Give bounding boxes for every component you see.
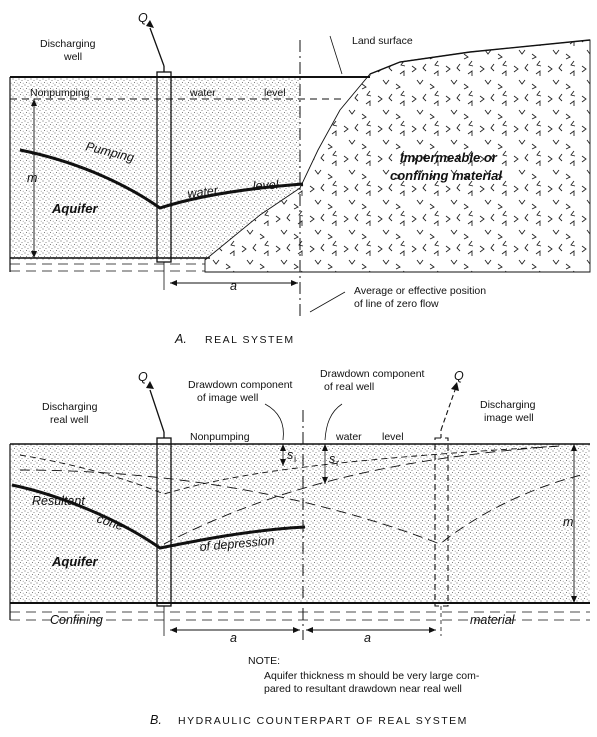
- label-drawdown-image-1: Drawdown component: [188, 379, 293, 391]
- label-resultant: Resultant: [32, 494, 85, 508]
- real-cone-right-limb: [163, 445, 561, 545]
- label-aquifer-a: Aquifer: [51, 201, 98, 216]
- label-q-real: Q: [138, 370, 148, 384]
- real-well-drawdown-curve: [19, 469, 586, 545]
- panel-b: Discharging real well Q Drawdown compone…: [9, 368, 590, 727]
- label-drawdown-image-2: of image well: [197, 392, 258, 404]
- label-land-surface: Land surface: [352, 35, 413, 47]
- zero-flow-leader: [309, 291, 346, 313]
- label-material: material: [470, 613, 516, 627]
- caption-a-letter: A.: [174, 332, 187, 346]
- label-level-pumping: level: [252, 178, 280, 193]
- label-confining: Confining: [50, 613, 103, 627]
- m-arrow-bottom-b: [571, 596, 577, 603]
- note-line-2: pared to resultant drawdown near real we…: [264, 683, 462, 695]
- panel-a: Discharging well Q Land surface Nonpumpi…: [9, 11, 591, 346]
- label-zero-flow-line1: Average or effective position: [354, 285, 486, 297]
- label-zero-flow-line2: of line of zero flow: [354, 298, 439, 310]
- label-discharging-well-line1: Discharging: [40, 38, 96, 50]
- aquifer-a-stipple: [10, 78, 300, 260]
- label-m-b: m: [563, 515, 573, 529]
- a-right-arrow-l: [306, 627, 313, 633]
- label-discharging-real-well-2: real well: [50, 414, 89, 426]
- label-drawdown-real-2: of real well: [324, 381, 374, 393]
- caption-b-letter: B.: [150, 713, 162, 727]
- label-a-a: a: [230, 279, 237, 293]
- label-level-a: level: [264, 87, 286, 99]
- label-discharging-image-well-2: image well: [484, 412, 534, 424]
- s-r-arrow-bottom: [322, 477, 328, 484]
- caption-a-text: REAL SYSTEM: [205, 334, 295, 346]
- label-s-r: s: [329, 452, 335, 466]
- label-q-a: Q: [138, 11, 148, 25]
- note-line-1: Aquifer thickness m should be very large…: [264, 670, 480, 682]
- m-arrow-top-b: [571, 444, 577, 451]
- s-r-arrow-top: [322, 444, 328, 451]
- label-a-right-b: a: [364, 631, 371, 645]
- a-left-arrow-r: [293, 627, 300, 633]
- m-arrow-top-a: [31, 99, 37, 106]
- label-discharging-real-well-1: Discharging: [42, 401, 98, 413]
- a-left-arrow-l: [170, 627, 177, 633]
- a-arrow-right: [291, 280, 298, 286]
- caption-b-text: HYDRAULIC COUNTERPART OF REAL SYSTEM: [178, 715, 468, 727]
- m-arrow-bottom-a: [31, 251, 37, 258]
- resultant-cone-curve: [11, 483, 306, 550]
- well-a-discharge-arrow: [149, 27, 165, 67]
- pumping-water-level-curve: [19, 148, 304, 210]
- label-nonpumping-b: Nonpumping: [190, 431, 250, 443]
- label-s-r-sub: r: [336, 458, 339, 469]
- s-i-arrow-top: [280, 444, 286, 451]
- label-aquifer-b: Aquifer: [51, 554, 98, 569]
- label-q-image: Q: [454, 369, 464, 383]
- real-well-arrowhead: [146, 381, 154, 389]
- label-discharging-image-well-1: Discharging: [480, 399, 536, 411]
- label-impermeable-line2: confining material: [390, 168, 502, 183]
- label-m-a: m: [27, 171, 37, 185]
- a-right-arrow-r: [429, 627, 436, 633]
- label-a-left-b: a: [230, 631, 237, 645]
- label-water-pumping: water: [187, 183, 220, 201]
- drawdown-real-leader: [324, 403, 343, 441]
- impermeable-material-region: [205, 40, 590, 272]
- label-s-i: s: [287, 448, 293, 462]
- land-surface-leader: [329, 35, 343, 75]
- label-water-b: water: [335, 431, 362, 443]
- image-well-drawdown-curve: [19, 445, 561, 495]
- a-arrow-left: [170, 280, 177, 286]
- label-s-i-sub: i: [294, 454, 296, 465]
- land-surface-hill: [369, 39, 591, 75]
- aquifer-b-stipple: [10, 444, 590, 602]
- label-of-depression: of depression: [199, 533, 275, 553]
- label-discharging-well-line2: well: [63, 51, 82, 63]
- image-well-discharge-arrow: [440, 389, 456, 431]
- real-well-discharge-arrow: [149, 389, 165, 433]
- s-i-arrow-bottom: [280, 459, 286, 466]
- label-water-a: water: [189, 87, 216, 99]
- label-nonpumping-a: Nonpumping: [30, 87, 90, 99]
- label-drawdown-real-1: Drawdown component: [320, 368, 425, 380]
- drawdown-image-leader: [264, 403, 284, 441]
- label-impermeable-line1: Impermeable or: [400, 150, 498, 165]
- image-well-arrowhead: [451, 382, 459, 391]
- label-level-b: level: [382, 431, 404, 443]
- note-title: NOTE:: [248, 655, 280, 667]
- well-a-arrowhead: [146, 20, 154, 28]
